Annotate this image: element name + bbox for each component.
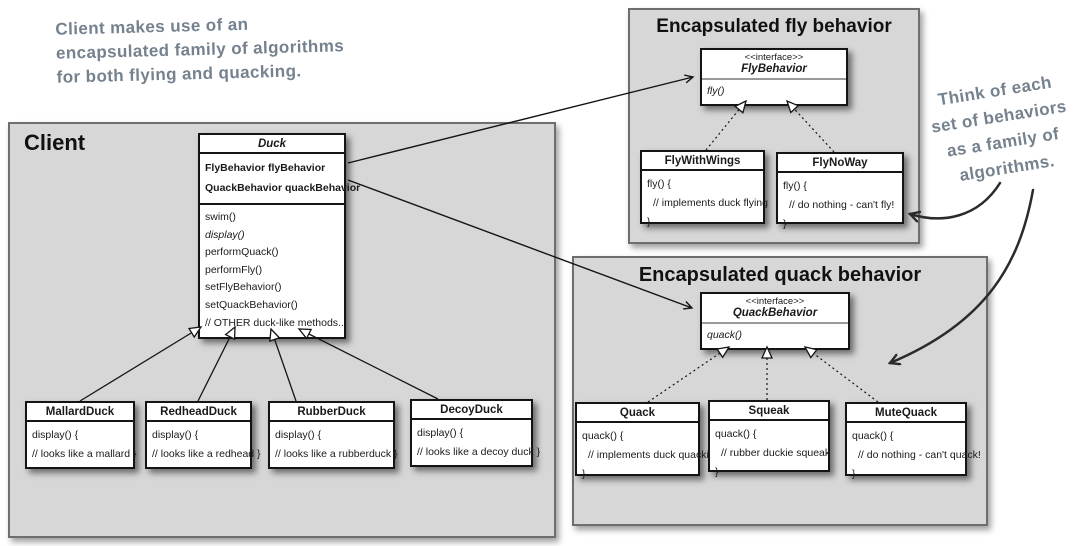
class-duck-methods: swim() display() performQuack() performF… bbox=[200, 203, 347, 337]
interface-stereotype: <<interface>> bbox=[745, 296, 805, 307]
class-mallardduck-title: MallardDuck bbox=[27, 403, 133, 422]
code-line: quack() { bbox=[715, 428, 757, 440]
class-flynoway: FlyNoWay fly() { // do nothing - can't f… bbox=[776, 152, 904, 230]
class-duck: Duck FlyBehavior flyBehavior QuackBehavi… bbox=[198, 133, 361, 340]
code-line: quack() { bbox=[852, 430, 894, 442]
method-performquack: performQuack() bbox=[205, 246, 279, 259]
class-decoyduck: DecoyDuck display() { // looks like a de… bbox=[410, 399, 541, 467]
class-redheadduck-title: RedheadDuck bbox=[147, 403, 250, 422]
code-line: display() { bbox=[32, 429, 79, 441]
client-annotation: Client makes use of an encapsulated fami… bbox=[55, 10, 345, 90]
class-flywithwings: FlyWithWings fly() { // implements duck … bbox=[640, 150, 768, 228]
code-line: } bbox=[582, 468, 586, 480]
class-mutequack-title: MuteQuack bbox=[847, 404, 965, 423]
code-line: } bbox=[852, 468, 856, 480]
code-line: // looks like a rubberduck } bbox=[275, 448, 398, 460]
method-setflybehavior: setFlyBehavior() bbox=[205, 281, 282, 294]
code-line: // implements duck quacking bbox=[588, 449, 721, 461]
class-duck-fields: FlyBehavior flyBehavior QuackBehavior qu… bbox=[200, 154, 361, 203]
code-line: // looks like a decoy duck } bbox=[417, 446, 541, 458]
code-line: fly() { bbox=[783, 180, 807, 192]
code-line: // rubber duckie squeak bbox=[721, 447, 831, 459]
method-other: // OTHER duck-like methods... bbox=[205, 316, 347, 329]
field-flybehavior: FlyBehavior flyBehavior bbox=[205, 162, 326, 174]
class-duck-title: Duck bbox=[200, 135, 344, 154]
class-rubberduck-title: RubberDuck bbox=[270, 403, 393, 422]
code-line: display() { bbox=[417, 427, 464, 439]
code-line: // looks like a mallard } bbox=[32, 448, 137, 460]
class-mutequack: MuteQuack quack() { // do nothing - can'… bbox=[845, 402, 981, 480]
class-quack: Quack quack() { // implements duck quack… bbox=[575, 402, 721, 480]
code-line: // do nothing - can't fly! bbox=[789, 199, 895, 211]
class-mallardduck: MallardDuck display() { // looks like a … bbox=[25, 401, 137, 469]
code-line: } bbox=[783, 218, 787, 230]
client-panel-title: Client bbox=[24, 130, 86, 155]
method-performfly: performFly() bbox=[205, 263, 263, 276]
interface-flybehavior: <<interface>> FlyBehavior fly() bbox=[700, 48, 848, 106]
code-line: // implements duck flying bbox=[653, 197, 768, 209]
family-annotation: Think of each set of behaviors as a fami… bbox=[921, 67, 1074, 193]
code-line: display() { bbox=[152, 429, 199, 441]
class-flynoway-title: FlyNoWay bbox=[778, 154, 902, 173]
class-redheadduck: RedheadDuck display() { // looks like a … bbox=[145, 401, 261, 469]
class-rubberduck: RubberDuck display() { // looks like a r… bbox=[268, 401, 398, 469]
code-line: quack() { bbox=[582, 430, 624, 442]
interface-flybehavior-title: FlyBehavior bbox=[741, 63, 807, 75]
field-quackbehavior: QuackBehavior quackBehavior bbox=[205, 182, 361, 194]
code-line: } bbox=[715, 466, 719, 478]
class-squeak-title: Squeak bbox=[710, 402, 828, 421]
class-decoyduck-title: DecoyDuck bbox=[412, 401, 531, 420]
method-fly: fly() bbox=[707, 85, 725, 97]
code-line: fly() { bbox=[647, 178, 671, 190]
code-line: } bbox=[647, 216, 651, 228]
method-quack: quack() bbox=[707, 329, 743, 341]
class-quack-title: Quack bbox=[577, 404, 698, 423]
interface-stereotype: <<interface>> bbox=[744, 52, 804, 63]
interface-quackbehavior-title: QuackBehavior bbox=[732, 307, 818, 319]
code-line: display() { bbox=[275, 429, 322, 441]
code-line: // do nothing - can't quack! bbox=[858, 449, 981, 461]
quack-panel-title: Encapsulated quack behavior bbox=[638, 264, 922, 286]
fly-panel-title: Encapsulated fly behavior bbox=[656, 16, 892, 37]
method-swim: swim() bbox=[205, 211, 236, 223]
interface-quackbehavior: <<interface>> QuackBehavior quack() bbox=[700, 292, 850, 350]
method-display: display() bbox=[205, 228, 245, 241]
code-line: // looks like a redhead } bbox=[152, 448, 261, 460]
method-setquackbehavior: setQuackBehavior() bbox=[205, 298, 298, 311]
class-squeak: Squeak quack() { // rubber duckie squeak… bbox=[708, 400, 831, 478]
class-flywithwings-title: FlyWithWings bbox=[642, 152, 763, 171]
